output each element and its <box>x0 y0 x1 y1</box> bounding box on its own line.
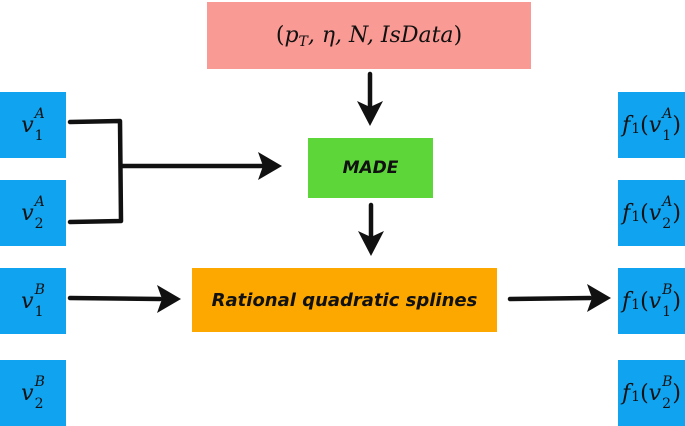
arrowhead-v1b-to-splines <box>157 285 181 313</box>
v1b-to-splines-line <box>67 295 163 302</box>
var-scripts: B 1 <box>35 283 45 319</box>
close-paren: ) <box>672 288 681 314</box>
fn-name: f <box>622 380 631 406</box>
var-base: v <box>648 200 662 226</box>
arrowhead-to-made <box>258 152 282 180</box>
open-paren: ( <box>640 200 649 226</box>
var-scripts: A 1 <box>662 107 672 143</box>
var-scripts: B 2 <box>662 375 672 411</box>
var-subscript: 1 <box>662 304 672 320</box>
open-paren: ( <box>640 288 649 314</box>
var-base: v <box>21 288 34 314</box>
fn-name: f <box>622 288 631 314</box>
var-subscript: 2 <box>662 396 672 412</box>
rqs-label: Rational quadratic splines <box>211 289 478 311</box>
var-subscript: 1 <box>34 304 44 320</box>
close-paren: ) <box>672 380 681 406</box>
right-var-box-3: f 1 ( v B 1 ) <box>618 268 685 334</box>
fn-subscript: 1 <box>631 121 641 137</box>
var-scripts: A 1 <box>35 107 45 143</box>
conditioning-inputs-label: ( p T , η, N, IsData ) <box>275 23 463 50</box>
right-var-box-2: f 1 ( v A 2 ) <box>618 180 685 246</box>
bracket-connector <box>67 118 124 225</box>
var-superscript: A <box>662 106 673 122</box>
var-superscript: B <box>662 282 673 298</box>
left-var-box-3: v B 1 <box>0 268 66 334</box>
var-subscript: 2 <box>34 396 44 412</box>
right-var-box-1: f 1 ( v A 1 ) <box>618 92 685 158</box>
var-scripts: B 2 <box>35 375 45 411</box>
close-paren: ) <box>672 200 681 226</box>
right-var-box-4: f 1 ( v B 2 ) <box>618 360 685 426</box>
left-var-box-4: v B 2 <box>0 360 66 426</box>
var-base: v <box>21 112 34 138</box>
var-superscript: A <box>662 194 673 210</box>
fn-subscript: 1 <box>631 209 641 225</box>
var-base: v <box>21 380 34 406</box>
var-subscript: 1 <box>34 128 44 144</box>
fn-scripts: 1 <box>631 386 640 404</box>
left-var-box-1: v A 1 <box>0 92 66 158</box>
left-var-label: v A 2 <box>21 195 45 231</box>
made-label: MADE <box>342 158 399 178</box>
arrowhead-made-to-splines <box>358 231 384 256</box>
var-superscript: A <box>34 194 45 210</box>
inputs-rest: , η, N, IsData <box>307 23 454 48</box>
right-var-label: f 1 ( v A 1 ) <box>622 107 681 143</box>
splines-to-output-line <box>507 295 593 302</box>
fn-scripts: 1 <box>631 118 640 136</box>
right-var-label: f 1 ( v B 1 ) <box>622 283 681 319</box>
var-scripts: A 2 <box>35 195 45 231</box>
arrowhead-inputs-to-made <box>357 101 383 126</box>
left-var-label: v A 1 <box>21 107 45 143</box>
left-var-box-2: v A 2 <box>0 180 66 246</box>
var-superscript: B <box>34 374 45 390</box>
right-var-label: f 1 ( v A 2 ) <box>622 195 681 231</box>
arrowhead-splines-to-output <box>587 284 611 312</box>
var-base: v <box>21 200 34 226</box>
var-scripts: B 1 <box>662 283 672 319</box>
fn-name: f <box>622 200 631 226</box>
var-subscript: 2 <box>662 216 672 232</box>
var-superscript: B <box>662 374 673 390</box>
inputs-p-subscript: T <box>298 33 308 50</box>
conditioning-inputs-box: ( p T , η, N, IsData ) <box>207 2 531 69</box>
right-var-label: f 1 ( v B 2 ) <box>622 375 681 411</box>
var-scripts: A 2 <box>662 195 672 231</box>
var-subscript: 1 <box>662 128 672 144</box>
open-paren: ( <box>640 112 649 138</box>
open-paren: ( <box>640 380 649 406</box>
left-var-label: v B 2 <box>21 375 45 411</box>
inputs-open-paren: ( <box>275 23 285 48</box>
fn-subscript: 1 <box>631 389 641 405</box>
var-subscript: 2 <box>34 216 44 232</box>
close-paren: ) <box>672 112 681 138</box>
var-base: v <box>648 112 662 138</box>
fn-scripts: 1 <box>631 294 640 312</box>
inputs-p: p <box>284 23 299 48</box>
left-var-label: v B 1 <box>21 283 45 319</box>
made-box: MADE <box>308 138 433 198</box>
fn-name: f <box>622 112 631 138</box>
fn-subscript: 1 <box>631 297 641 313</box>
var-base: v <box>648 380 662 406</box>
var-superscript: A <box>34 106 45 122</box>
fn-scripts: 1 <box>631 206 640 224</box>
var-base: v <box>648 288 662 314</box>
rational-quadratic-splines-box: Rational quadratic splines <box>192 268 497 332</box>
var-superscript: B <box>34 282 45 298</box>
inputs-close-paren: ) <box>453 23 463 48</box>
